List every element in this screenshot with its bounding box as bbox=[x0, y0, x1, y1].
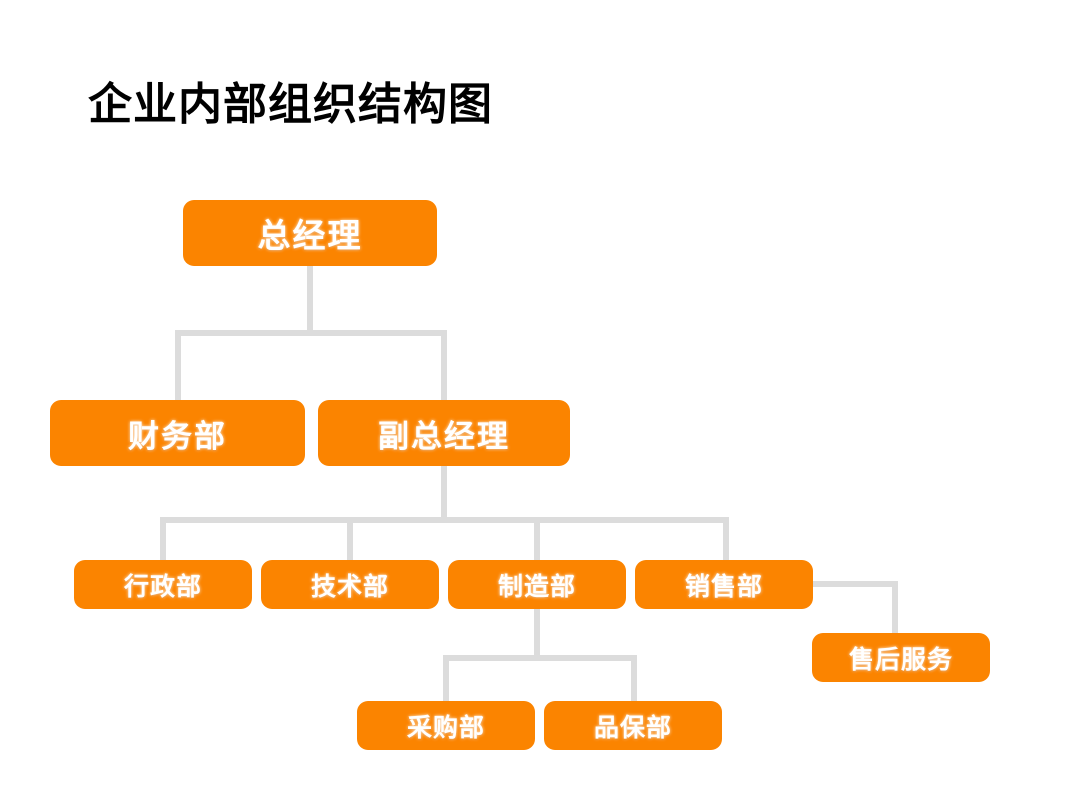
node-quality-assurance-department[interactable]: 品保部 bbox=[544, 701, 722, 750]
connector-sales-elbow-vertical bbox=[892, 581, 898, 633]
connector-drop-sales bbox=[723, 517, 729, 560]
node-finance-department[interactable]: 财务部 bbox=[50, 400, 305, 466]
connector-drop-admin bbox=[160, 517, 166, 560]
connector-drop-purchase bbox=[443, 655, 449, 701]
node-sales-department[interactable]: 销售部 bbox=[635, 560, 813, 609]
connector-deputy-bus bbox=[160, 517, 729, 523]
node-administration-department[interactable]: 行政部 bbox=[74, 560, 252, 609]
connector-manufact-stem bbox=[534, 609, 540, 655]
connector-gm-stem bbox=[307, 266, 313, 330]
node-deputy-general-manager[interactable]: 副总经理 bbox=[318, 400, 570, 466]
connector-sales-elbow-horizontal bbox=[813, 581, 898, 587]
connector-drop-quality bbox=[631, 655, 637, 701]
node-technology-department[interactable]: 技术部 bbox=[261, 560, 439, 609]
node-procurement-department[interactable]: 采购部 bbox=[357, 701, 535, 750]
connector-drop-tech bbox=[347, 517, 353, 560]
node-after-sales-service[interactable]: 售后服务 bbox=[812, 633, 990, 682]
connector-drop-finance bbox=[175, 330, 181, 400]
connector-drop-deputy bbox=[441, 330, 447, 400]
connector-gm-bus bbox=[175, 330, 447, 336]
connector-deputy-stem bbox=[441, 466, 447, 517]
node-general-manager[interactable]: 总经理 bbox=[183, 200, 437, 266]
page-title: 企业内部组织结构图 bbox=[88, 79, 493, 130]
connector-manufact-bus bbox=[443, 655, 637, 661]
connector-drop-manufact bbox=[534, 517, 540, 560]
node-manufacturing-department[interactable]: 制造部 bbox=[448, 560, 626, 609]
